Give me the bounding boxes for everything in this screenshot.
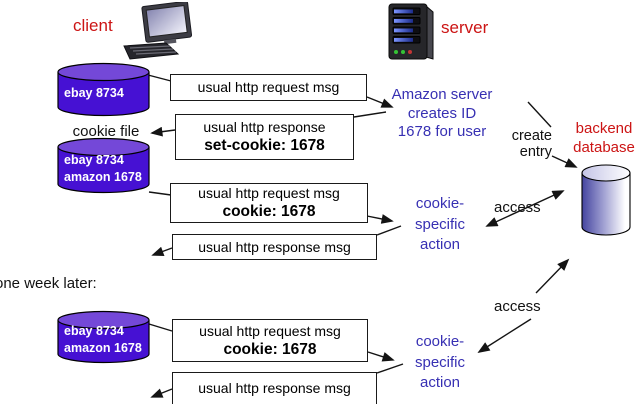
backend-database-label: backend database bbox=[566, 120, 642, 157]
cookie-action-line: action bbox=[419, 236, 461, 253]
message-text: usual http request msg bbox=[198, 185, 340, 201]
message-text: usual http response msg bbox=[198, 380, 351, 396]
cookie-entry-ebay: ebay 8734 bbox=[64, 153, 124, 167]
cookie-action-line: cookie- bbox=[415, 333, 465, 350]
backend-database-line: backend bbox=[575, 120, 633, 137]
cookie-file-label: cookie file bbox=[72, 123, 140, 140]
cookie-entries: ebay 8734 amazon 1678 bbox=[64, 152, 148, 185]
cookie-action-line: specific bbox=[414, 215, 466, 233]
one-week-later-label: one week later: bbox=[0, 275, 97, 292]
cookie-entry-amazon: amazon 1678 bbox=[64, 340, 142, 355]
arrow-request2-to-action bbox=[366, 214, 394, 224]
arrow-create-entry-to-db bbox=[551, 155, 578, 168]
amazon-note-line: Amazon server bbox=[391, 86, 493, 103]
create-entry-line: create bbox=[511, 128, 552, 144]
cookie-file-cylinder-2: ebay 8734 amazon 1678 bbox=[57, 137, 150, 194]
message-text: usual http response msg bbox=[198, 238, 351, 255]
http-response-box-2: usual http response msg bbox=[172, 234, 377, 260]
line-action-to-response3 bbox=[376, 363, 404, 374]
arrow-response2-to-client bbox=[151, 246, 173, 256]
database-cylinder-icon bbox=[581, 164, 631, 241]
cookie-entries: ebay 8734 amazon 1678 bbox=[64, 323, 148, 356]
cookie-file-cylinder-1: ebay 8734 bbox=[57, 62, 150, 117]
arrow-request3-to-action bbox=[367, 351, 395, 362]
message-text: usual http request msg bbox=[197, 79, 340, 95]
cookie-entry-amazon: amazon 1678 bbox=[64, 169, 142, 184]
cookie-specific-action-mid: cookie- specific action bbox=[405, 194, 475, 256]
arrow-response3-to-client bbox=[150, 388, 173, 398]
set-cookie-header: set-cookie: 1678 bbox=[204, 137, 325, 154]
server-tower-icon bbox=[385, 2, 437, 67]
line-note-to-create-entry bbox=[527, 101, 552, 128]
message-text: usual http request msg bbox=[199, 322, 341, 339]
arrow-response1-to-client bbox=[150, 126, 176, 137]
amazon-note-line: creates ID bbox=[407, 104, 477, 122]
line-action-to-response2 bbox=[376, 225, 402, 236]
arrow-access-bottom-to-action bbox=[477, 318, 532, 353]
line-cookiefile3-to-request3 bbox=[148, 323, 173, 332]
backend-database-line: database bbox=[573, 138, 635, 156]
http-request-box-2: usual http request msg cookie: 1678 bbox=[170, 183, 368, 223]
cookie-file-cylinder-3: ebay 8734 amazon 1678 bbox=[57, 310, 150, 364]
line-cookiefile2-to-request2 bbox=[148, 191, 172, 196]
cookie-specific-action-bottom: cookie- specific action bbox=[405, 332, 475, 394]
server-label: server bbox=[441, 18, 489, 37]
client-computer-icon bbox=[120, 0, 198, 65]
amazon-note-line: 1678 for user bbox=[397, 123, 487, 140]
arrow-access-bottom-to-db bbox=[535, 258, 570, 294]
create-entry-label: create entry bbox=[503, 128, 552, 160]
cookie-entry-ebay: ebay 8734 bbox=[64, 324, 124, 338]
cookie-header: cookie: 1678 bbox=[223, 340, 317, 358]
amazon-server-note: Amazon server creates ID 1678 for user bbox=[383, 86, 501, 142]
http-request-box-1: usual http request msg bbox=[170, 74, 367, 101]
message-text: usual http response bbox=[203, 119, 326, 135]
cookie-entry-ebay: ebay 8734 bbox=[64, 86, 124, 100]
http-response-box-3: usual http response msg bbox=[172, 372, 377, 404]
cookie-action-line: specific bbox=[414, 353, 466, 371]
access-label-mid: access bbox=[494, 199, 541, 216]
cookie-action-line: action bbox=[419, 374, 461, 391]
client-label: client bbox=[73, 16, 113, 35]
line-cookiefile1-to-request1 bbox=[147, 74, 172, 82]
access-label-bottom: access bbox=[494, 298, 541, 315]
cookie-action-line: cookie- bbox=[415, 195, 465, 212]
http-request-box-3: usual http request msg cookie: 1678 bbox=[172, 319, 368, 362]
create-entry-line: entry bbox=[519, 144, 552, 160]
http-response-box-1: usual http response set-cookie: 1678 bbox=[175, 114, 354, 160]
cookie-header: cookie: 1678 bbox=[222, 203, 316, 220]
line-server-to-response1 bbox=[353, 111, 387, 118]
